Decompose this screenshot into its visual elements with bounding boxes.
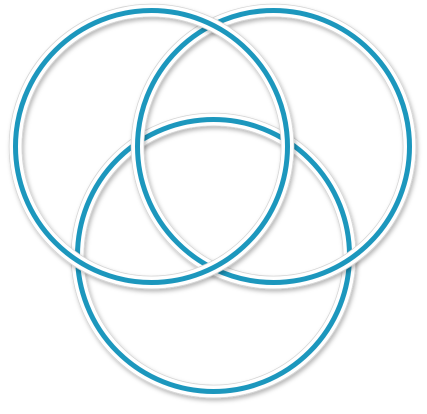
venn-circle-top-right-ring [135,8,412,285]
venn-circle-bottom [70,112,357,399]
venn-circle-top-left-ring [13,8,290,285]
venn-circle-top-left [8,3,295,290]
venn-circle-top-right [130,3,417,290]
venn-circle-bottom-ring [75,117,352,394]
